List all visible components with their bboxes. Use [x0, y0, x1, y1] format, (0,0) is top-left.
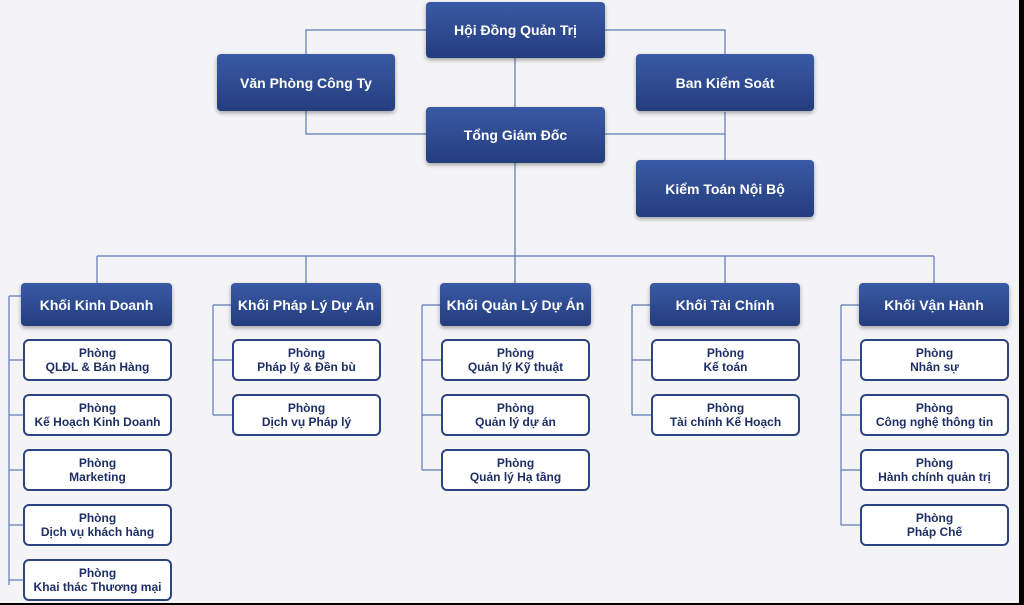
ceo-label: Tổng Giám Đốc [463, 127, 568, 143]
connector-board-office [305, 29, 426, 54]
internal-audit-box: Kiểm Toán Nội Bộ [636, 160, 814, 217]
board-label: Hội Đồng Quản Trị [454, 22, 577, 38]
company-office-box: Văn Phòng Công Ty [217, 54, 395, 111]
connector-office-ceo [305, 111, 426, 135]
supervisory-board-box: Ban Kiểm Soát [636, 54, 814, 111]
ceo-box: Tổng Giám Đốc [426, 107, 605, 163]
connector-ceo-supervisory [605, 112, 726, 135]
division-header: Khối Kinh Doanh [21, 283, 172, 326]
connector-board-supervisory [605, 29, 726, 54]
division-header: Khối Quản Lý Dự Án [440, 283, 591, 326]
division-label: Khối Pháp Lý Dự Án [237, 296, 375, 313]
division-header: Khối Tài Chính [650, 283, 800, 326]
division-label: Khối Kinh Doanh [39, 296, 154, 313]
supervisory-label: Ban Kiểm Soát [675, 74, 775, 91]
office-label: Văn Phòng Công Ty [240, 74, 372, 91]
division-header: Khối Vận Hành [859, 283, 1009, 326]
board-of-directors-box: Hội Đồng Quản Trị [426, 2, 605, 58]
division-label: Khối Tài Chính [675, 296, 775, 313]
audit-label: Kiểm Toán Nội Bộ [665, 180, 785, 197]
division-label: Khối Vận Hành [884, 296, 984, 313]
division-header: Khối Pháp Lý Dự Án [231, 283, 381, 326]
division-label: Khối Quản Lý Dự Án [446, 296, 585, 313]
